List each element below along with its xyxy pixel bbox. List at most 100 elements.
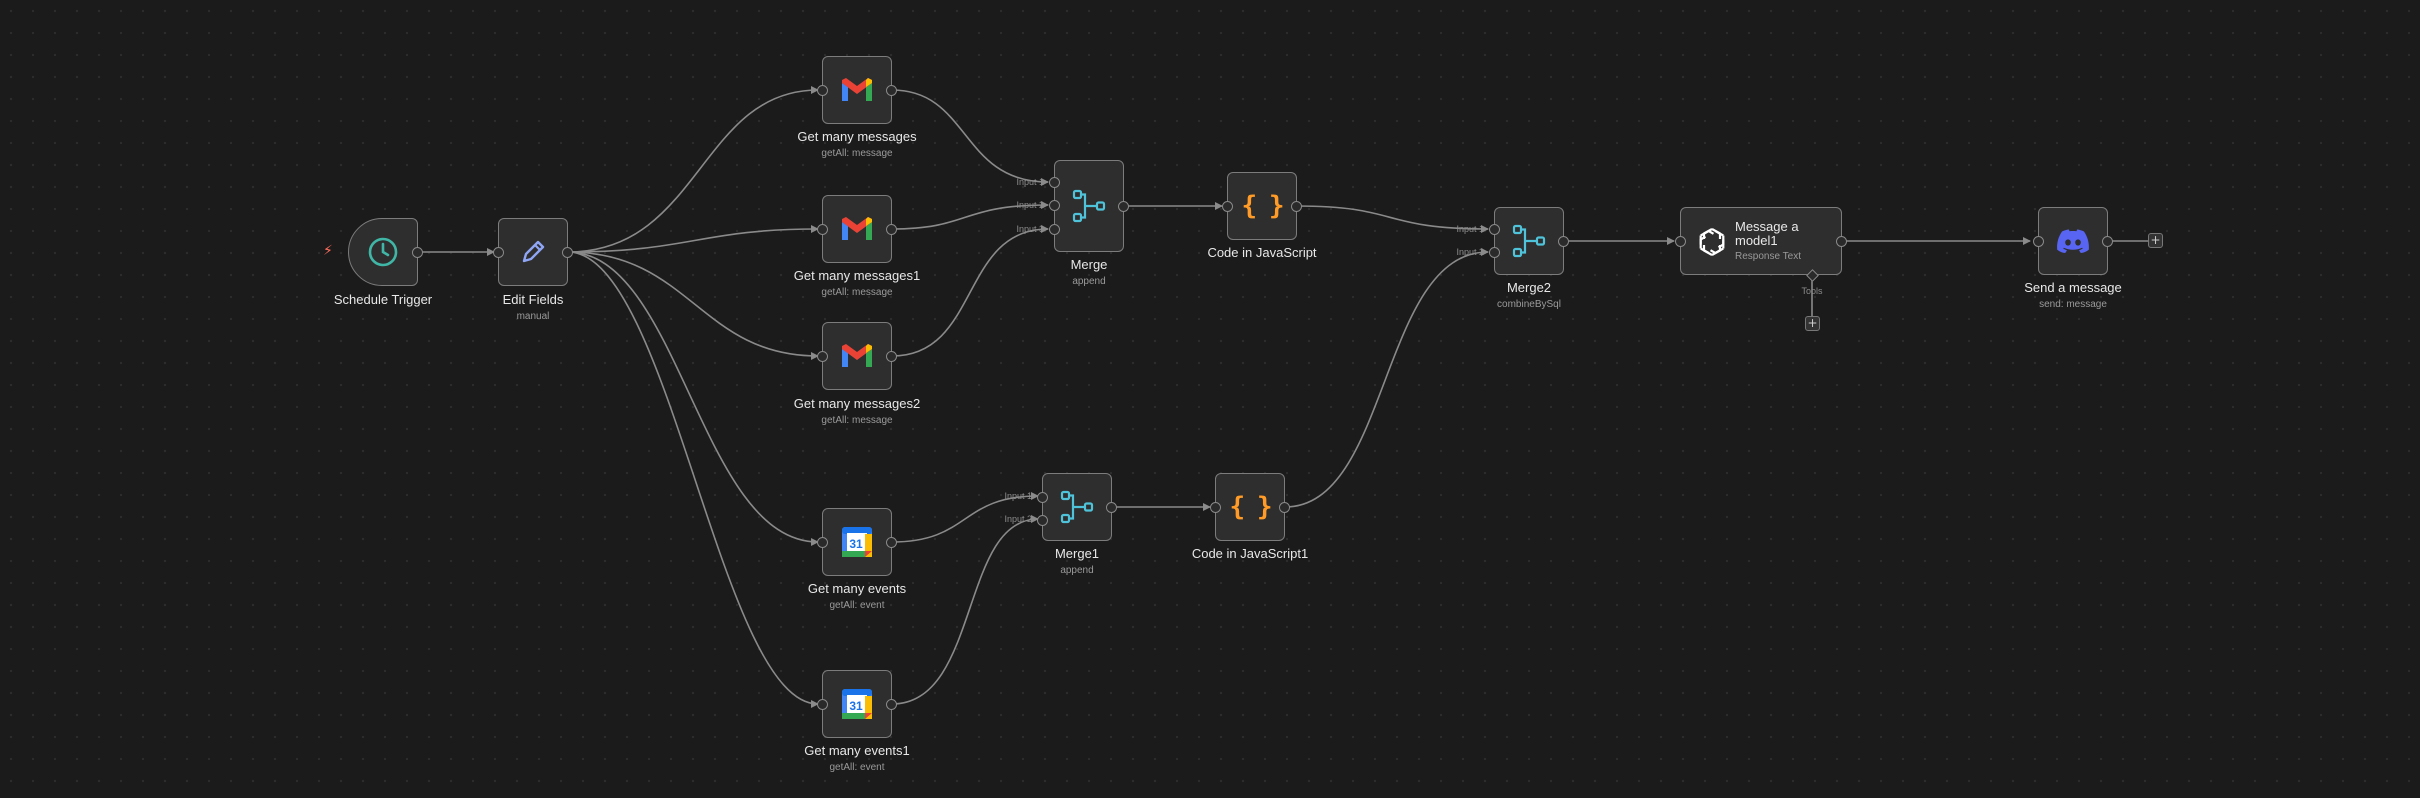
input-handle[interactable] <box>493 247 504 258</box>
input-handle[interactable] <box>817 85 828 96</box>
code-braces-icon: { } <box>1216 474 1284 540</box>
discord-icon <box>2039 208 2107 274</box>
port-label-input-1: Input 1 <box>1456 224 1484 234</box>
input-handle[interactable] <box>1675 236 1686 247</box>
output-handle[interactable] <box>886 224 897 235</box>
output-handle[interactable] <box>412 247 423 258</box>
input-1-handle[interactable] <box>1049 177 1060 188</box>
node-label: Get many events <box>807 581 907 596</box>
input-handle[interactable] <box>1210 502 1221 513</box>
code-braces-glyph: { } <box>1229 492 1273 522</box>
node-label: Code in JavaScript <box>1207 245 1317 260</box>
code-braces-glyph: { } <box>1241 191 1285 221</box>
node-label: Merge2 <box>1506 280 1552 295</box>
input-2-handle[interactable] <box>1037 515 1048 526</box>
node-label: Get many messages1 <box>793 268 921 283</box>
output-handle[interactable] <box>1558 236 1569 247</box>
output-handle[interactable] <box>562 247 573 258</box>
node-title: Message a model1 <box>1735 219 1799 248</box>
node-sublabel: manual <box>516 311 550 322</box>
node-edit-fields[interactable] <box>493 218 573 286</box>
node-sublabel: getAll: event <box>829 600 885 611</box>
input-3-handle[interactable] <box>1049 224 1060 235</box>
clock-icon <box>349 219 417 285</box>
output-handle[interactable] <box>1118 201 1129 212</box>
node-schedule-trigger[interactable] <box>348 218 423 286</box>
gmail-icon <box>823 323 891 389</box>
node-label: Get many messages2 <box>793 396 921 411</box>
node-label: Get many events1 <box>804 743 910 758</box>
google-calendar-icon: 31 <box>823 671 891 737</box>
input-1-handle[interactable] <box>1037 492 1048 503</box>
node-get-many-messages2[interactable] <box>817 322 897 390</box>
gmail-icon <box>823 196 891 262</box>
tools-handle[interactable] <box>1806 269 1819 282</box>
output-handle[interactable] <box>886 537 897 548</box>
merge-icon <box>1043 474 1111 540</box>
port-label-input-2: Input 2 <box>1004 514 1032 524</box>
port-label-input-3: Input 3 <box>1016 224 1044 234</box>
node-merge1[interactable] <box>1037 473 1117 541</box>
input-handle[interactable] <box>817 699 828 710</box>
output-handle[interactable] <box>886 85 897 96</box>
node-message-a-model1[interactable]: Message a model1 Response Text <box>1675 207 1847 282</box>
code-braces-icon: { } <box>1228 173 1296 239</box>
node-get-many-messages[interactable] <box>817 56 897 124</box>
output-handle[interactable] <box>886 699 897 710</box>
node-get-many-events[interactable]: 31 <box>817 508 897 576</box>
node-sublabel: append <box>1072 276 1106 287</box>
node-label: Merge1 <box>1054 546 1100 561</box>
node-label: Get many messages <box>797 129 917 144</box>
output-handle[interactable] <box>1279 502 1290 513</box>
output-handle[interactable] <box>1106 502 1117 513</box>
node-label: Send a message <box>2024 280 2122 295</box>
edge-edit-to-gmail-2[interactable] <box>567 225 819 253</box>
input-handle[interactable] <box>2033 236 2044 247</box>
node-label: Merge <box>1070 257 1108 272</box>
input-handle[interactable] <box>817 537 828 548</box>
output-handle[interactable] <box>1836 236 1847 247</box>
node-sublabel: append <box>1060 565 1094 576</box>
node-label: Edit Fields <box>502 292 564 307</box>
node-sublabel: getAll: message <box>821 415 893 426</box>
input-2-handle[interactable] <box>1489 247 1500 258</box>
node-label: Code in JavaScript1 <box>1191 546 1309 561</box>
node-merge[interactable] <box>1049 160 1129 252</box>
port-label-input-2: Input 2 <box>1456 247 1484 257</box>
pencil-icon <box>499 219 567 285</box>
input-1-handle[interactable] <box>1489 224 1500 235</box>
edge-edit-to-gmail-1[interactable] <box>567 86 819 253</box>
calendar-day: 31 <box>849 537 863 551</box>
openai-icon <box>1695 225 1729 259</box>
node-sublabel: getAll: event <box>829 762 885 773</box>
trigger-bolt-icon: ⚡ <box>323 243 333 259</box>
port-label-input-2: Input 2 <box>1016 200 1044 210</box>
node-send-a-message[interactable] <box>2033 207 2113 275</box>
google-calendar-icon: 31 <box>823 509 891 575</box>
gmail-icon <box>823 57 891 123</box>
add-tool-button[interactable]: + <box>1805 316 1820 331</box>
calendar-day: 31 <box>849 699 863 713</box>
tools-label: Tools <box>1801 286 1823 296</box>
node-get-many-messages1[interactable] <box>817 195 897 263</box>
node-sublabel: combineBySql <box>1497 299 1561 310</box>
node-code-in-javascript[interactable]: { } <box>1222 172 1302 240</box>
input-2-handle[interactable] <box>1049 200 1060 211</box>
node-sublabel: send: message <box>2039 299 2107 310</box>
output-handle[interactable] <box>886 351 897 362</box>
input-handle[interactable] <box>817 224 828 235</box>
port-label-input-1: Input 1 <box>1004 491 1032 501</box>
output-handle[interactable] <box>1291 201 1302 212</box>
output-handle[interactable] <box>2102 236 2113 247</box>
node-get-many-events1[interactable]: 31 <box>817 670 897 738</box>
merge-icon <box>1495 208 1563 274</box>
node-label: Schedule Trigger <box>333 292 433 307</box>
add-node-button[interactable]: + <box>2148 233 2163 248</box>
node-sublabel: Response Text <box>1735 251 1801 262</box>
input-handle[interactable] <box>1222 201 1233 212</box>
node-merge2[interactable] <box>1489 207 1569 275</box>
input-handle[interactable] <box>817 351 828 362</box>
node-code-in-javascript1[interactable]: { } <box>1210 473 1290 541</box>
